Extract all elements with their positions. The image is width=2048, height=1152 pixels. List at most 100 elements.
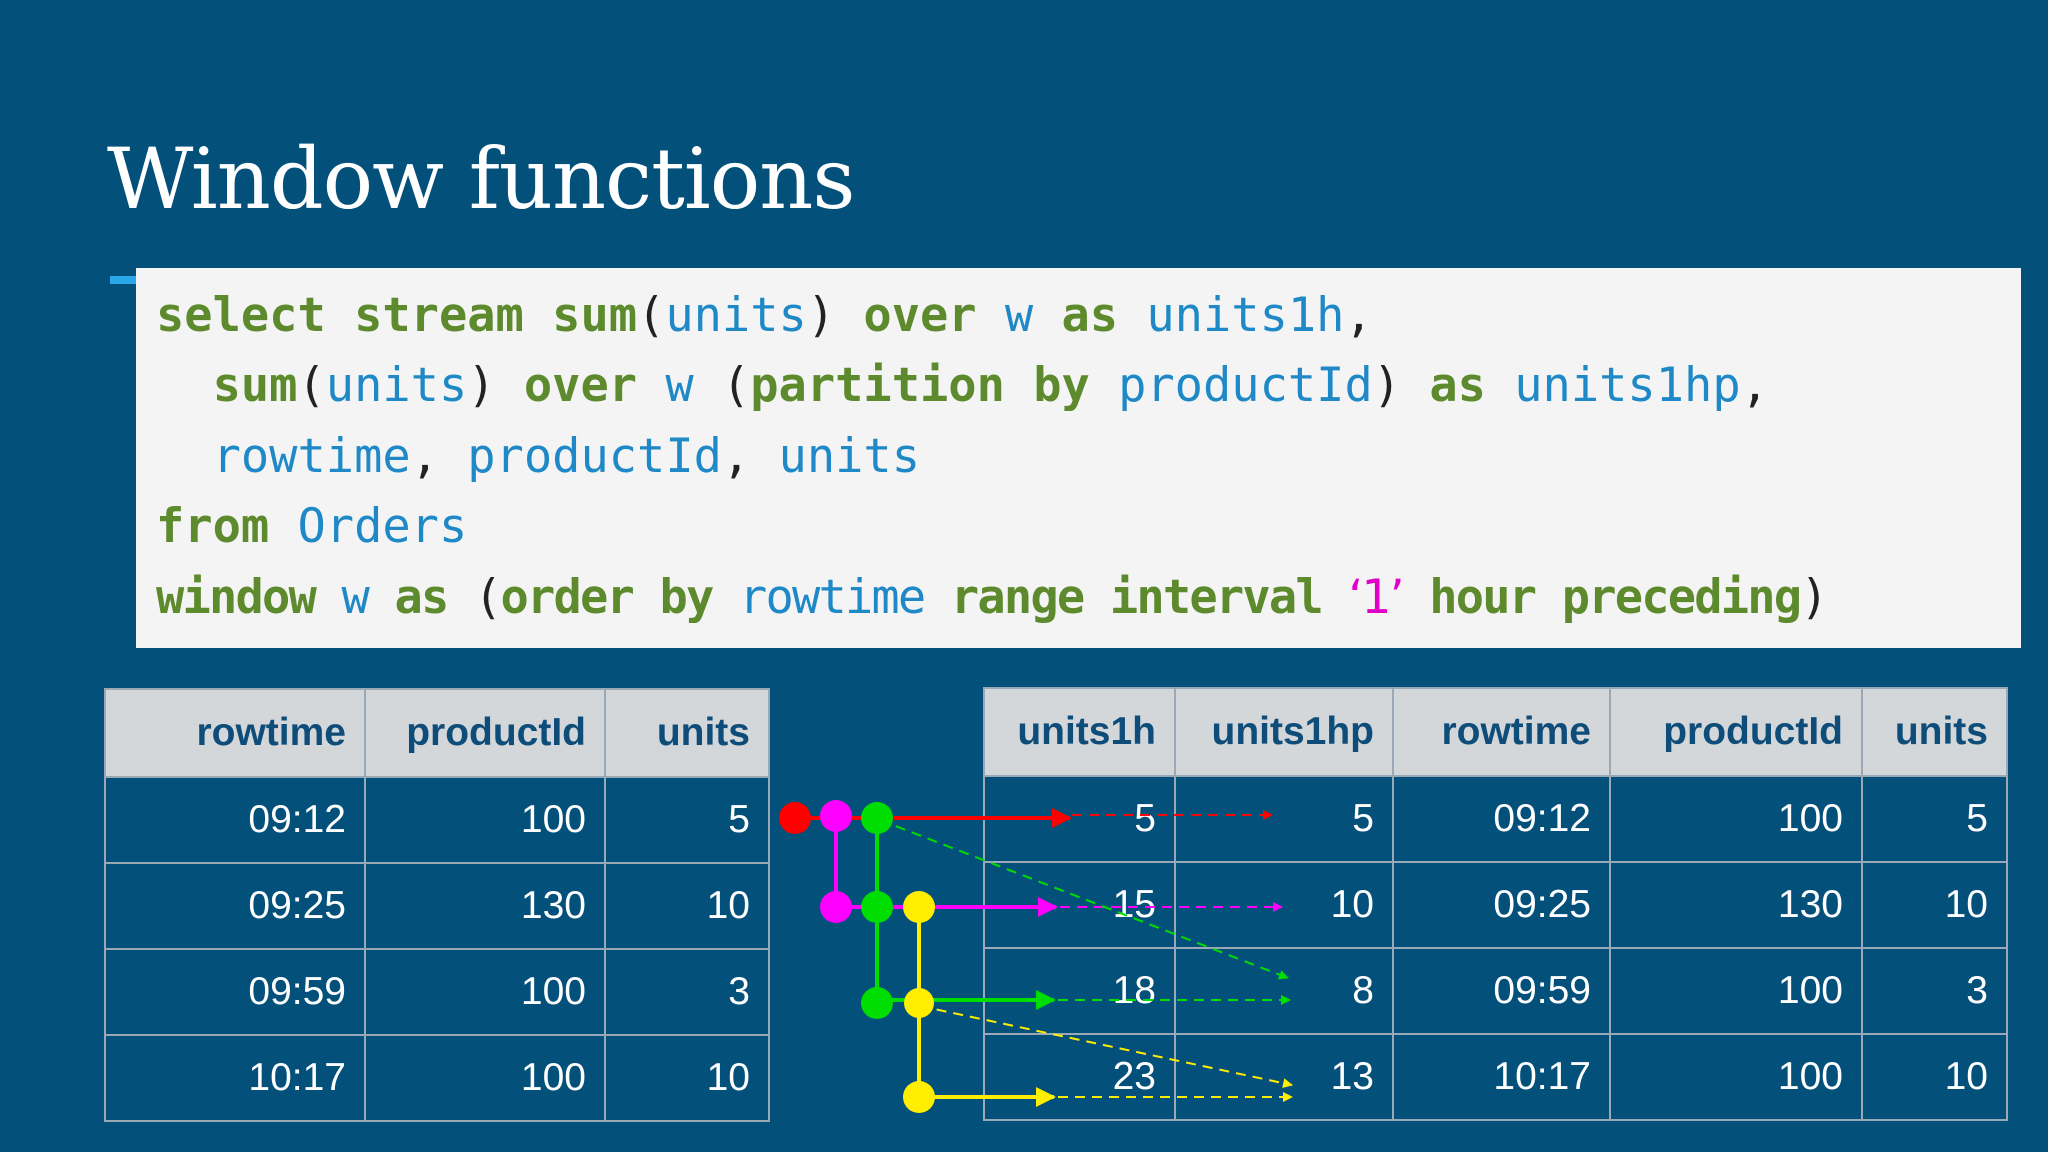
table-row: 09:59 100 3 <box>104 948 770 1036</box>
table-cell: 10 <box>1174 861 1394 949</box>
code-token: partition by <box>750 358 1119 413</box>
code-token: rowtime <box>738 570 926 625</box>
code-token: Orders <box>297 499 468 554</box>
table-cell: 18 <box>983 947 1176 1035</box>
code-line-3: rowtime, productId, units <box>156 428 920 486</box>
code-token: sum <box>156 358 298 413</box>
code-token: , <box>410 429 468 484</box>
table-cell: 100 <box>1609 1033 1863 1121</box>
code-token: from <box>156 499 298 554</box>
code-token: range interval <box>924 570 1349 625</box>
table-cell: 100 <box>1609 775 1863 863</box>
table-cell: 100 <box>364 776 606 864</box>
table-cell: 130 <box>1609 861 1863 949</box>
code-token: ( <box>473 570 502 625</box>
column-header: rowtime <box>104 688 366 778</box>
code-token: ‘1’ <box>1348 570 1404 625</box>
table-row: 5 5 09:12 100 5 <box>983 775 2008 863</box>
yellow-dot <box>903 1081 935 1113</box>
table-cell: 100 <box>1609 947 1863 1035</box>
table-cell: 09:59 <box>1392 947 1611 1035</box>
table-cell: 8 <box>1174 947 1394 1035</box>
magenta-dot <box>820 800 852 832</box>
column-header: units <box>604 688 770 778</box>
code-token: , <box>721 429 779 484</box>
code-token: window <box>156 570 342 625</box>
table-cell: 130 <box>364 862 606 950</box>
table-cell: 13 <box>1174 1033 1394 1121</box>
code-token: ) <box>1372 358 1402 413</box>
input-stream-table: rowtime productId units 09:12 100 5 09:2… <box>104 688 770 1122</box>
code-token: hour preceding <box>1402 570 1802 625</box>
table-cell: 09:12 <box>104 776 366 864</box>
column-header: rowtime <box>1392 687 1611 777</box>
green-dot <box>861 987 893 1019</box>
table-cell: 3 <box>604 948 770 1036</box>
green-dot <box>861 802 893 834</box>
table-cell: 10 <box>1861 861 2008 949</box>
green-dot <box>861 891 893 923</box>
yellow-dot <box>903 891 935 923</box>
magenta-dot <box>820 891 852 923</box>
red-dot <box>779 802 811 834</box>
table-cell: 10 <box>1861 1033 2008 1121</box>
table-cell: 09:25 <box>104 862 366 950</box>
code-token: units1hp <box>1514 358 1741 413</box>
code-token: units <box>665 288 807 343</box>
table-cell: 10:17 <box>104 1034 366 1122</box>
slide-title: Window functions <box>107 130 856 228</box>
table-row: 09:25 130 10 <box>104 862 770 950</box>
code-token: ) <box>806 288 836 343</box>
code-token: productId <box>467 429 722 484</box>
table-header-row: units1h units1hp rowtime productId units <box>983 687 2008 777</box>
table-cell: 10:17 <box>1392 1033 1611 1121</box>
code-token: over <box>835 288 1005 343</box>
code-token: as <box>1401 358 1515 413</box>
code-line-5: window w as (order by rowtime range inte… <box>156 569 1829 627</box>
code-token: productId <box>1118 358 1373 413</box>
code-token: ( <box>637 288 666 343</box>
table-cell: 3 <box>1861 947 2008 1035</box>
code-token: units <box>778 429 921 484</box>
code-token: select stream sum <box>156 288 638 343</box>
column-header: productId <box>1609 687 1863 777</box>
table-cell: 10 <box>604 862 770 950</box>
code-token: w <box>341 570 369 625</box>
output-stream-table: units1h units1hp rowtime productId units… <box>983 687 2008 1121</box>
table-row: 09:12 100 5 <box>104 776 770 864</box>
code-line-4: from Orders <box>156 498 467 556</box>
code-token: ( <box>693 358 751 413</box>
table-cell: 09:59 <box>104 948 366 1036</box>
code-token: w <box>1004 288 1034 343</box>
code-token: ( <box>297 358 326 413</box>
table-header-row: rowtime productId units <box>104 688 770 778</box>
table-cell: 5 <box>604 776 770 864</box>
table-row: 18 8 09:59 100 3 <box>983 947 2008 1035</box>
window-connectors <box>834 818 921 1097</box>
table-cell: 5 <box>1174 775 1394 863</box>
code-token: ) <box>467 358 496 413</box>
table-row: 23 13 10:17 100 10 <box>983 1033 2008 1121</box>
table-cell: 100 <box>364 1034 606 1122</box>
table-cell: 10 <box>604 1034 770 1122</box>
column-header: units <box>1861 687 2008 777</box>
code-token: rowtime <box>156 429 411 484</box>
column-header: units1h <box>983 687 1176 777</box>
code-token: units <box>325 358 468 413</box>
accent-dash <box>110 276 140 284</box>
yellow-dot <box>904 988 934 1018</box>
table-row: 15 10 09:25 130 10 <box>983 861 2008 949</box>
table-row: 10:17 100 10 <box>104 1034 770 1122</box>
code-token: , <box>1740 358 1769 413</box>
table-cell: 23 <box>983 1033 1176 1121</box>
table-cell: 5 <box>983 775 1176 863</box>
code-token: order by <box>500 570 739 625</box>
code-token: units1h <box>1146 288 1345 343</box>
window-dots <box>779 800 935 1113</box>
code-line-2: sum(units) over w (partition by productI… <box>156 357 1769 415</box>
column-header: productId <box>364 688 606 778</box>
code-line-1: select stream sum(units) over w as units… <box>156 287 1373 345</box>
column-header: units1hp <box>1174 687 1394 777</box>
sql-code-block: select stream sum(units) over w as units… <box>136 268 2021 648</box>
code-token: ) <box>1800 570 1828 625</box>
